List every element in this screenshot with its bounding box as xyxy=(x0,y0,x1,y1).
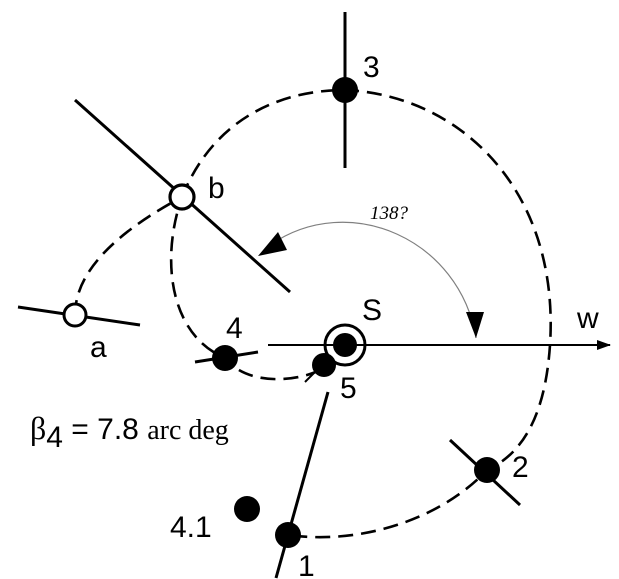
dashed-trajectory xyxy=(73,88,552,539)
label-5: 5 xyxy=(340,372,357,405)
point-4-1 xyxy=(234,496,260,522)
label-b: b xyxy=(208,172,225,205)
angle-arrowhead-left xyxy=(258,232,287,256)
point-b xyxy=(168,183,196,211)
beta-value: = 7.8 xyxy=(63,413,147,446)
point-3 xyxy=(332,77,358,103)
label-4: 4 xyxy=(226,312,243,345)
label-s: S xyxy=(362,294,382,327)
beta-subscript: 4 xyxy=(46,421,63,454)
beta-unit: arc deg xyxy=(147,415,229,446)
point-5 xyxy=(312,353,336,377)
label-1: 1 xyxy=(298,550,315,579)
point-2 xyxy=(474,457,500,483)
label-angle: 138? xyxy=(370,203,409,224)
point-s-ring xyxy=(323,323,367,367)
angle-arrowhead-right xyxy=(466,312,484,338)
angle-arc xyxy=(269,221,477,339)
point-s xyxy=(333,333,357,357)
label-w: w xyxy=(576,302,599,335)
beta-annotation: β4 = 7.8 arc deg xyxy=(30,410,229,454)
point-1 xyxy=(275,522,301,548)
point-4 xyxy=(212,345,238,371)
label-2: 2 xyxy=(512,451,529,484)
point-a xyxy=(62,302,88,328)
label-4-1: 4.1 xyxy=(170,511,212,544)
beta-symbol: β xyxy=(30,410,46,446)
label-3: 3 xyxy=(363,51,380,84)
label-a: a xyxy=(90,331,107,364)
